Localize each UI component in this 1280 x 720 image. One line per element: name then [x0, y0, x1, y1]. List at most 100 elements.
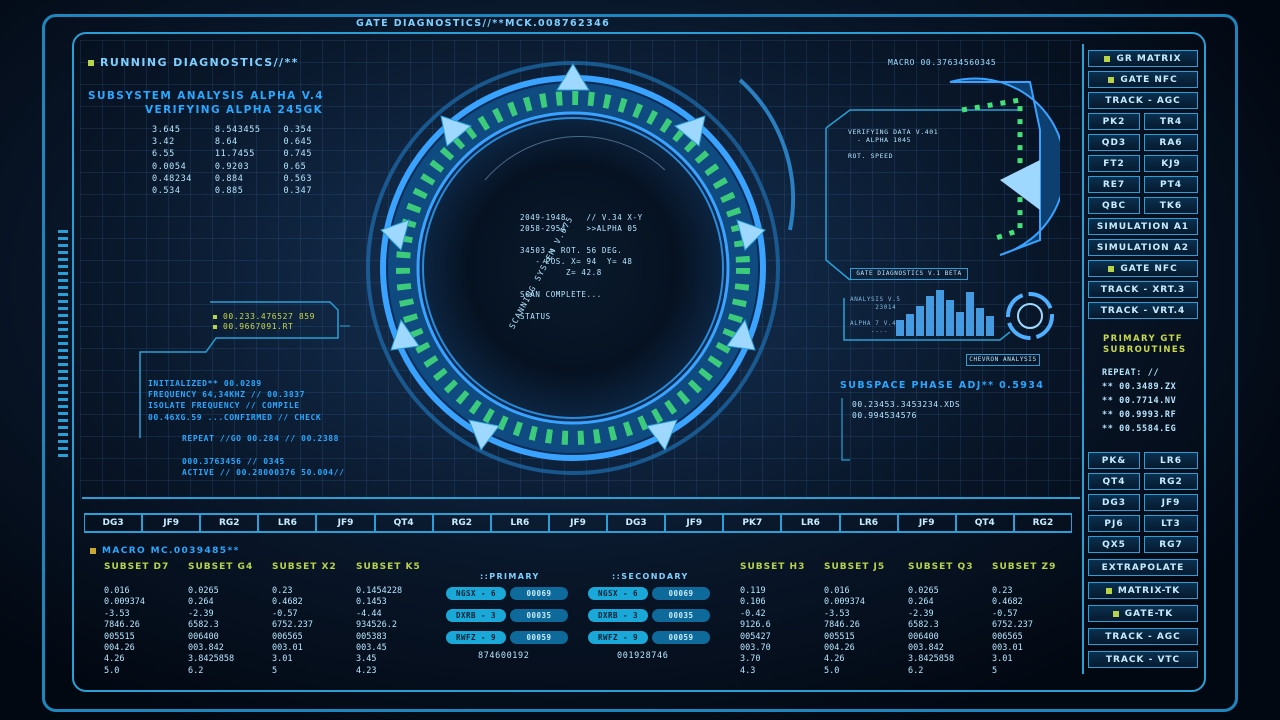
- sidebar-btn-lr6[interactable]: LR6: [1144, 452, 1198, 469]
- subset-header: SUBSET J5: [824, 562, 886, 572]
- sidebar-gr-matrix[interactable]: GR MATRIX: [1088, 50, 1198, 67]
- sidebar-track-xrt3[interactable]: TRACK - XRT.3: [1088, 281, 1198, 298]
- value-pill[interactable]: 00069: [510, 587, 568, 600]
- sidebar-track-agc[interactable]: TRACK - AGC: [1088, 92, 1198, 109]
- sidebar-track-vrt4[interactable]: TRACK - VRT.4: [1088, 302, 1198, 319]
- left-bracket-lines: [139, 301, 350, 438]
- value-pill[interactable]: 00035: [510, 609, 568, 622]
- strip-cell-jf9[interactable]: JF9: [142, 514, 201, 532]
- lb-line2-text: 00.9667091.RT: [223, 322, 294, 331]
- active-line2: ACTIVE // 00.28000376 50.004//: [182, 468, 345, 477]
- sidebar-btn-rg7[interactable]: RG7: [1144, 536, 1198, 553]
- left-box-line1: 00.233.476527 859: [213, 312, 315, 321]
- sidebar-track-agc-2-label: TRACK - AGC: [1105, 631, 1181, 642]
- sidebar-simulation-a2[interactable]: SIMULATION A2: [1088, 239, 1198, 256]
- sidebar-divider: [1082, 44, 1084, 674]
- strip-cell-jf9[interactable]: JF9: [665, 514, 724, 532]
- sidebar-btn-lt3[interactable]: LT3: [1144, 515, 1198, 532]
- strip-cell-jf9[interactable]: JF9: [548, 514, 608, 532]
- sidebar-simulation-a1[interactable]: SIMULATION A1: [1088, 218, 1198, 235]
- sidebar-extrapolate[interactable]: EXTRAPOLATE: [1088, 559, 1198, 576]
- value-pill[interactable]: 00035: [652, 609, 710, 622]
- sidebar-simulation-a2-label: SIMULATION A2: [1096, 242, 1190, 253]
- strip-cell-lr6[interactable]: LR6: [781, 514, 840, 532]
- verify-data: VERIFYING DATA V.401 - ALPHA 1045 ROT. S…: [848, 128, 939, 160]
- primary-number: 874600192: [478, 651, 530, 661]
- strip-cell-jf9[interactable]: JF9: [316, 514, 375, 532]
- sidebar-btn-ft2[interactable]: FT2: [1088, 155, 1140, 172]
- value-pill[interactable]: 00069: [652, 587, 710, 600]
- secondary-title: ::SECONDARY: [612, 572, 689, 581]
- strip-cell-rg2[interactable]: RG2: [432, 514, 491, 532]
- analysis-bars: [896, 290, 1054, 340]
- primary-gtf: PRIMARY GTF SUBROUTINES: [1103, 334, 1187, 355]
- sidebar-btn-pk2[interactable]: PK2: [1088, 113, 1140, 130]
- sidebar-btn-qx5[interactable]: QX5: [1088, 536, 1140, 553]
- code-pill[interactable]: RWFZ - 9: [446, 631, 506, 644]
- sidebar-btn-ra6[interactable]: RA6: [1144, 134, 1198, 151]
- sidebar-gate-nfc-2-label: GATE NFC: [1120, 263, 1178, 274]
- sidebar-track-agc-2[interactable]: TRACK - AGC: [1088, 628, 1198, 645]
- value-pill[interactable]: 00059: [510, 631, 568, 644]
- sidebar-btn-dg3[interactable]: DG3: [1088, 494, 1140, 511]
- inner-frame: [72, 32, 1206, 692]
- sidebar-gr-matrix-label: GR MATRIX: [1116, 53, 1182, 64]
- sidebar-gate-tk[interactable]: GATE-TK: [1088, 605, 1198, 622]
- subset-values: 0.0265 0.264 -2.39 6582.3 006400 003.842…: [188, 586, 235, 676]
- sidebar-btn-tk6[interactable]: TK6: [1144, 197, 1198, 214]
- strip-cell-lr6[interactable]: LR6: [490, 514, 549, 532]
- strip-cell-rg2[interactable]: RG2: [200, 514, 259, 532]
- divider-line: [82, 497, 1080, 499]
- scan-readout: 2049-1948 // V.34 X-Y 2058-2954 >>ALPHA …: [520, 213, 643, 321]
- sidebar-gate-nfc-2[interactable]: GATE NFC: [1088, 260, 1198, 277]
- sidebar-gate-nfc[interactable]: GATE NFC: [1088, 71, 1198, 88]
- lb-line1-text: 00.233.476527 859: [223, 312, 316, 321]
- sidebar-btn-re7[interactable]: RE7: [1088, 176, 1140, 193]
- subset-values: 0.23 0.4682 -0.57 6752.237 006565 003.01…: [992, 586, 1033, 676]
- value-pill[interactable]: 00059: [652, 631, 710, 644]
- secondary-number: 001928746: [617, 651, 669, 661]
- code-pill[interactable]: DXRB - 3: [446, 609, 506, 622]
- code-pill[interactable]: NGSX - 6: [446, 587, 506, 600]
- strip-cell-lr6[interactable]: LR6: [258, 514, 317, 532]
- bullet-icon: [213, 314, 217, 319]
- sidebar-btn-jf9[interactable]: JF9: [1144, 494, 1198, 511]
- sidebar-btn-pt4[interactable]: PT4: [1144, 176, 1198, 193]
- strip-cell-dg3[interactable]: DG3: [84, 514, 143, 532]
- sidebar-gate-nfc-label: GATE NFC: [1120, 74, 1178, 85]
- sidebar-btn-pk&[interactable]: PK&: [1088, 452, 1140, 469]
- code-pill[interactable]: RWFZ - 9: [588, 631, 648, 644]
- sidebar-extrapolate-label: EXTRAPOLATE: [1101, 562, 1185, 573]
- sidebar-btn-kj9[interactable]: KJ9: [1144, 155, 1198, 172]
- sidebar-btn-tr4[interactable]: TR4: [1144, 113, 1198, 130]
- subspace-bracket: [841, 398, 850, 461]
- subsystem-analysis: SUBSYSTEM ANALYSIS ALPHA V.4: [88, 90, 324, 102]
- subspace-values: 00.23453.3453234.XDS 00.994534576: [852, 400, 961, 420]
- sidebar-track-agc-label: TRACK - AGC: [1105, 95, 1181, 106]
- sidebar-btn-pj6[interactable]: PJ6: [1088, 515, 1140, 532]
- strip-cell-pk7[interactable]: PK7: [723, 514, 782, 532]
- sidebar-matrix-tk[interactable]: MATRIX-TK: [1088, 582, 1198, 599]
- strip-cell-jf9[interactable]: JF9: [897, 514, 956, 532]
- status-dot-icon: [1108, 76, 1115, 83]
- sidebar-btn-qbc[interactable]: QBC: [1088, 197, 1140, 214]
- strip-cell-qt4[interactable]: QT4: [955, 514, 1014, 532]
- strip-cell-rg2[interactable]: RG2: [1013, 514, 1072, 532]
- code-pill[interactable]: DXRB - 3: [588, 609, 648, 622]
- strip-cell-lr6[interactable]: LR6: [839, 514, 898, 532]
- subset-header: SUBSET H3: [740, 562, 806, 572]
- sidebar-track-vtc[interactable]: TRACK - VTC: [1088, 651, 1198, 668]
- sidebar-gate-tk-label: GATE-TK: [1124, 608, 1174, 619]
- status-dot-icon: [1105, 587, 1112, 594]
- code-pill[interactable]: NGSX - 6: [588, 587, 648, 600]
- active-line1: 000.3763456 // 0345: [182, 457, 285, 466]
- sidebar-btn-qd3[interactable]: QD3: [1088, 134, 1140, 151]
- bottom-macro: MACRO MC.0039485**: [90, 546, 240, 556]
- subset-values: 0.1454228 0.1453 -4.44 934526.2 005383 0…: [356, 586, 403, 676]
- sidebar-btn-qt4[interactable]: QT4: [1088, 473, 1140, 490]
- repeat-line: REPEAT //GO 00.284 // 00.2388: [182, 434, 340, 443]
- strip-cell-qt4[interactable]: QT4: [374, 514, 433, 532]
- subset-values: 0.0265 0.264 -2.39 6582.3 006400 003.842…: [908, 586, 955, 676]
- sidebar-btn-rg2[interactable]: RG2: [1144, 473, 1198, 490]
- strip-cell-dg3[interactable]: DG3: [607, 514, 666, 532]
